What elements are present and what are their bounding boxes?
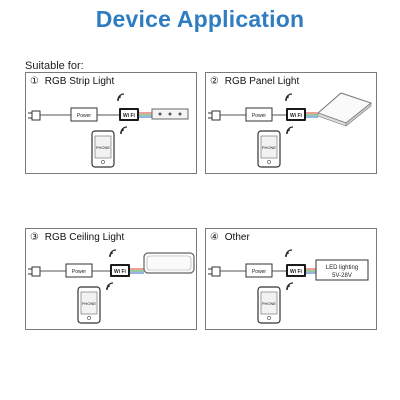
controller-label: Wi Fi: [290, 269, 303, 275]
ceiling-light-icon: [143, 252, 195, 274]
wifi-controller-icon: Wi Fi: [286, 108, 306, 121]
power-label: Power: [252, 113, 267, 119]
page-title: Device Application: [95, 6, 305, 32]
ceiling-light-diagram: Power Wi Fi PHONE: [28, 249, 195, 324]
rgb-wires-icon: [306, 268, 316, 274]
led-lighting-box-icon: LED lighting 5V-28V: [315, 259, 369, 281]
phone-icon: PHONE: [257, 130, 281, 168]
phone-icon: PHONE: [77, 286, 101, 324]
panel-title: RGB Ceiling Light: [44, 232, 125, 243]
other-diagram: Power Wi Fi LED lighting 5V-28V PHONE: [208, 249, 369, 324]
wifi-controller-icon: Wi Fi: [110, 264, 130, 277]
phone-icon: PHONE: [257, 286, 281, 324]
rgb-wires-icon: [306, 112, 318, 118]
suitable-for-label: Suitable for:: [25, 60, 84, 72]
panel-label: ① RGB Strip Light: [30, 76, 114, 87]
panel-title: Other: [224, 232, 250, 243]
wifi-controller-icon: Wi Fi: [119, 108, 139, 121]
panel-number: ③: [30, 232, 39, 243]
led-strip-icon: [151, 108, 189, 120]
wifi-signal-icon: [285, 249, 293, 257]
panel-label: ② RGB Panel Light: [210, 76, 299, 87]
power-label: Power: [252, 269, 267, 275]
controller-label: Wi Fi: [123, 113, 136, 119]
phone-label: PHONE: [96, 145, 111, 150]
panel-number: ④: [210, 232, 219, 243]
wifi-signal-icon: [285, 93, 293, 101]
power-adapter-icon: Power: [70, 107, 98, 122]
controller-label: Wi Fi: [114, 269, 127, 275]
plug-icon: [208, 110, 221, 121]
panel-title: RGB Panel Light: [224, 76, 300, 87]
panel-rgb-strip-light: ① RGB Strip Light Power Wi Fi: [25, 72, 197, 174]
wifi-signal-icon: [109, 249, 117, 257]
panel-label: ③ RGB Ceiling Light: [30, 232, 124, 243]
panel-light-diagram: Power Wi Fi PHONE: [208, 92, 373, 168]
panel-title: RGB Strip Light: [44, 76, 115, 87]
power-adapter-icon: Power: [245, 263, 273, 278]
led-lighting-label: LED lighting: [326, 265, 358, 271]
panel-number: ②: [210, 76, 219, 87]
panel-rgb-panel-light: ② RGB Panel Light Power Wi Fi: [205, 72, 377, 174]
phone-icon: PHONE: [91, 130, 115, 168]
wifi-signal-icon: [286, 126, 294, 134]
wifi-controller-icon: Wi Fi: [286, 264, 306, 277]
panel-label: ④ Other: [210, 232, 250, 243]
plug-icon: [28, 110, 41, 121]
power-label: Power: [77, 113, 92, 119]
controller-label: Wi Fi: [290, 113, 303, 119]
led-voltage-label: 5V-28V: [332, 273, 352, 279]
phone-label: PHONE: [262, 301, 277, 306]
phone-label: PHONE: [262, 145, 277, 150]
rgb-wires-icon: [139, 112, 152, 118]
panel-rgb-ceiling-light: ③ RGB Ceiling Light Power Wi Fi: [25, 228, 197, 330]
power-adapter-icon: Power: [65, 263, 93, 278]
strip-light-diagram: Power Wi Fi: [28, 93, 189, 168]
plug-icon: [28, 266, 41, 277]
wifi-signal-icon: [120, 126, 128, 134]
panel-number: ①: [30, 76, 39, 87]
wifi-signal-icon: [106, 282, 114, 290]
power-adapter-icon: Power: [245, 107, 273, 122]
phone-label: PHONE: [82, 301, 97, 306]
rgb-wires-icon: [130, 268, 144, 274]
panel-other: ④ Other Power Wi Fi LED lighting 5V-28V: [205, 228, 377, 330]
wifi-signal-icon: [286, 282, 294, 290]
power-label: Power: [72, 269, 87, 275]
panel-light-icon: [317, 92, 373, 127]
wifi-signal-icon: [117, 93, 125, 101]
plug-icon: [208, 266, 221, 277]
